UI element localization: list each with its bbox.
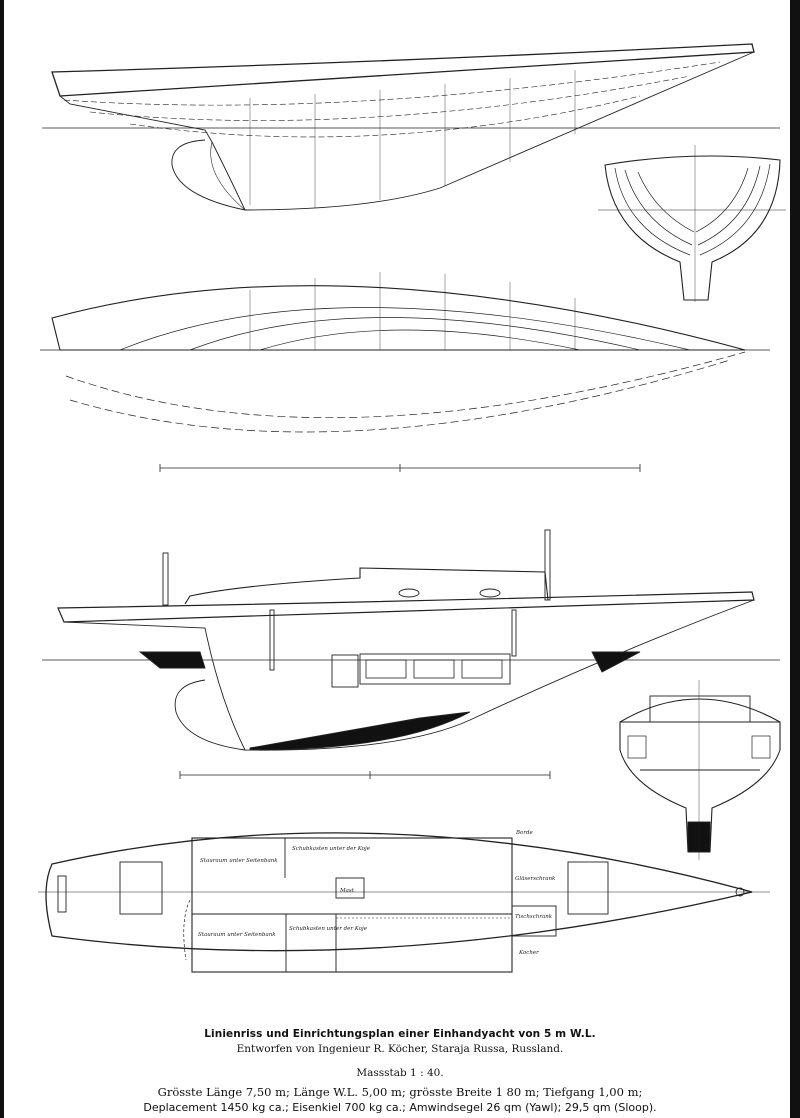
label-lockers-upper: Schubkasten unter der Koje (292, 846, 371, 852)
spec-line-1: Grösste Länge 7,50 m; Länge W.L. 5,00 m;… (157, 1085, 643, 1099)
ballast-keel (249, 711, 471, 751)
half-breadth-stations (249, 272, 576, 350)
scale-bar-upper (159, 464, 641, 472)
plan-stern-fitting (57, 875, 67, 913)
half-breadth-plan (40, 272, 770, 433)
drawer-bench (359, 653, 511, 685)
sheer-rudder (210, 141, 246, 211)
body-plan (598, 145, 786, 302)
mast-stub (162, 552, 169, 606)
plan-hatch-aft (119, 861, 163, 915)
label-lockers-lower: Schubkasten unter der Koje (289, 926, 368, 932)
plan-galley-cabinet (511, 905, 557, 937)
spec-line-2: Deplacement 1450 kg ca.; Eisenkiel 700 k… (143, 1101, 657, 1114)
cabin-bulkhead-fore (269, 609, 275, 671)
sheer-station-lines (249, 70, 576, 208)
plan-bow-fitting (735, 887, 745, 897)
label-galley: Kocher (518, 950, 539, 956)
drawing-scale: Massstab 1 : 40. (356, 1067, 444, 1079)
sheer-deck-line (51, 43, 755, 97)
plan-hull-outline (45, 832, 753, 952)
profile-cabin-trunk (184, 567, 549, 605)
half-breadth-deck (51, 285, 746, 351)
midship-section (619, 680, 781, 860)
label-cabinet: Tischschrank (515, 914, 553, 920)
plan-mattress (335, 917, 513, 973)
scan-edge-right (790, 0, 800, 1118)
bench-left (331, 654, 359, 688)
drawing-title: Linienriss und Einrichtungsplan einer Ei… (204, 1028, 596, 1040)
mizzen-stub (544, 529, 551, 601)
sheer-keel (171, 139, 246, 211)
label-mast: Mast (339, 888, 355, 894)
ballast-aft (591, 651, 641, 673)
porthole-1 (398, 588, 420, 598)
section-outline (619, 698, 781, 853)
sheer-buttock-lines (63, 61, 721, 138)
cabin-bulkhead-aft (511, 609, 517, 657)
ballast-fore (138, 651, 206, 669)
drawers (365, 659, 503, 679)
body-section-curves (614, 163, 771, 256)
label-shelf-top: Borde (515, 830, 534, 836)
diagonal-dashed-1 (65, 351, 746, 419)
sheer-hull-profile (59, 51, 755, 211)
sheer-plan (42, 43, 780, 211)
plan-hatch-fore (567, 861, 609, 915)
plan-mast-step (335, 877, 365, 899)
arrangement-profile (42, 529, 780, 751)
scale-bar-lower (179, 771, 551, 779)
label-berth-lower: Stauraum unter Seitenbank (198, 932, 276, 938)
label-berth-upper: Stauraum unter Seitenbank (200, 858, 278, 864)
profile-keel (174, 679, 246, 751)
diagonal-dashed-2 (69, 359, 731, 433)
profile-hull (63, 599, 755, 751)
section-cabin-top (649, 695, 751, 723)
body-outline (604, 155, 781, 301)
half-breadth-waterlines (119, 307, 691, 351)
label-shelf-right: Gläserschrank (515, 876, 556, 882)
scan-edge-left (0, 0, 4, 1118)
accommodation-plan (38, 832, 770, 973)
porthole-2 (479, 588, 501, 598)
section-lockers (627, 735, 771, 759)
plan-curtain (183, 899, 191, 961)
drawing-subtitle: Entworfen von Ingenieur R. Köcher, Stara… (236, 1043, 564, 1055)
